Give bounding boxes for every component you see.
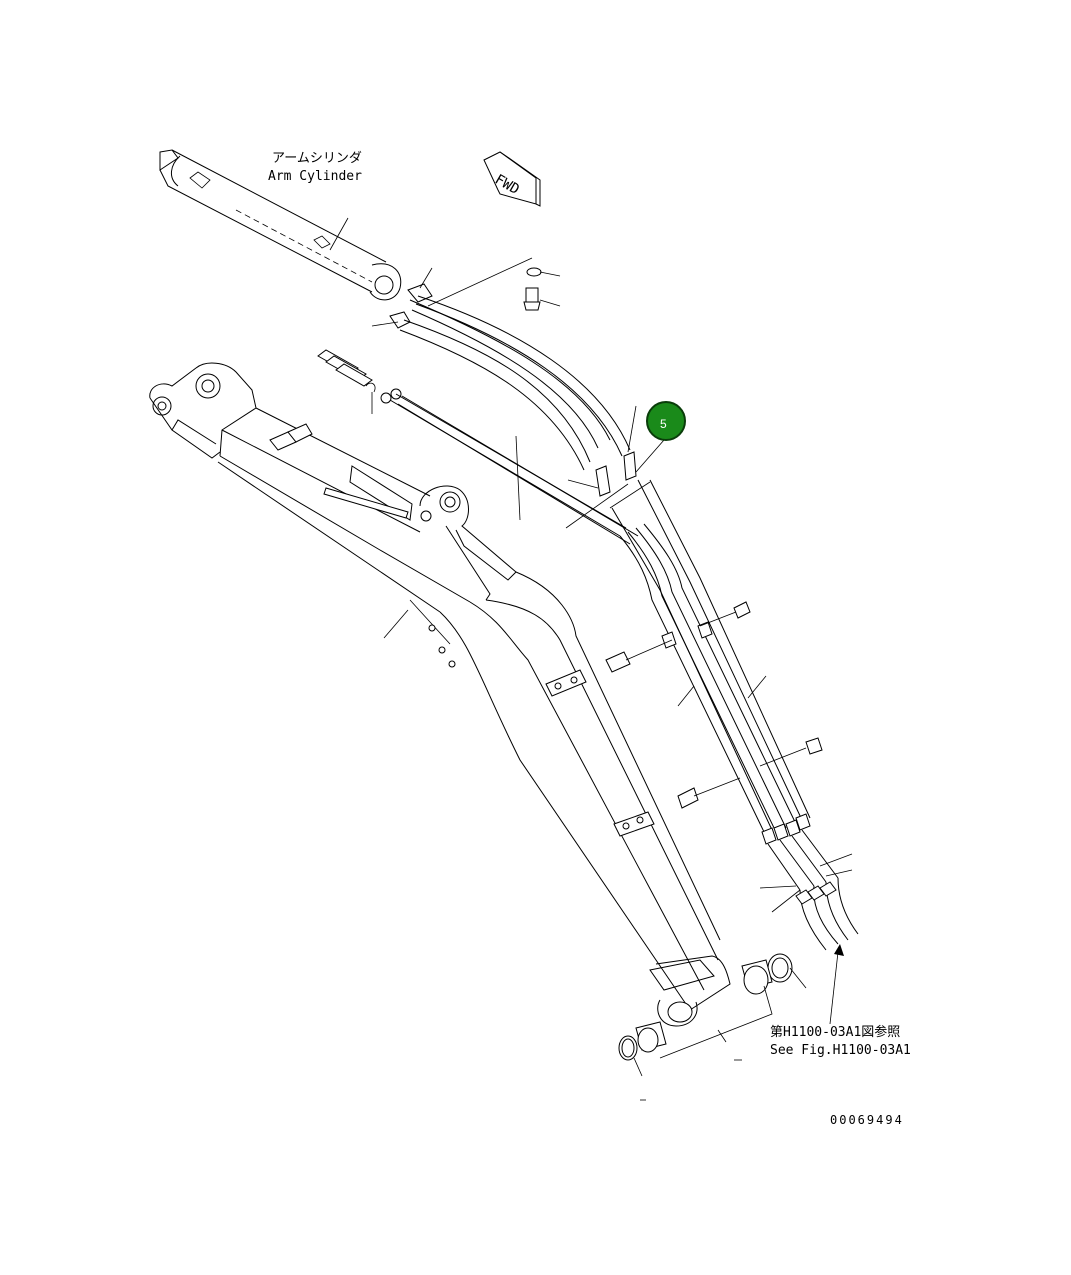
tube-bundle — [609, 479, 859, 951]
reference-arrow-icon — [829, 944, 844, 1025]
boom-main-hoses — [380, 388, 639, 545]
fwd-label: FWD — [492, 172, 522, 199]
see-figure-label-jp: 第H1100-03A1図参照 — [770, 1024, 900, 1040]
callout-5[interactable]: 5 — [635, 401, 686, 473]
arm-cylinder — [159, 149, 402, 301]
arm-cylinder-label-jp: アームシリンダ — [272, 151, 362, 166]
callout-5-number: 5 — [660, 417, 667, 431]
forward-arrow-icon: FWD — [483, 151, 541, 207]
arm-cylinder-hoses — [399, 295, 637, 497]
bushings-and-seals — [618, 953, 807, 1101]
boom-body — [149, 362, 731, 1027]
upper-fittings — [371, 257, 561, 329]
drawing-number: 00069494 — [830, 1113, 904, 1127]
callout-5-circle[interactable] — [646, 401, 686, 441]
see-figure-label-en: See Fig.H1100-03A1 — [770, 1043, 911, 1058]
clamps — [605, 601, 823, 809]
arm-cylinder-label-en: Arm Cylinder — [268, 169, 362, 184]
clip-parts — [317, 349, 376, 414]
